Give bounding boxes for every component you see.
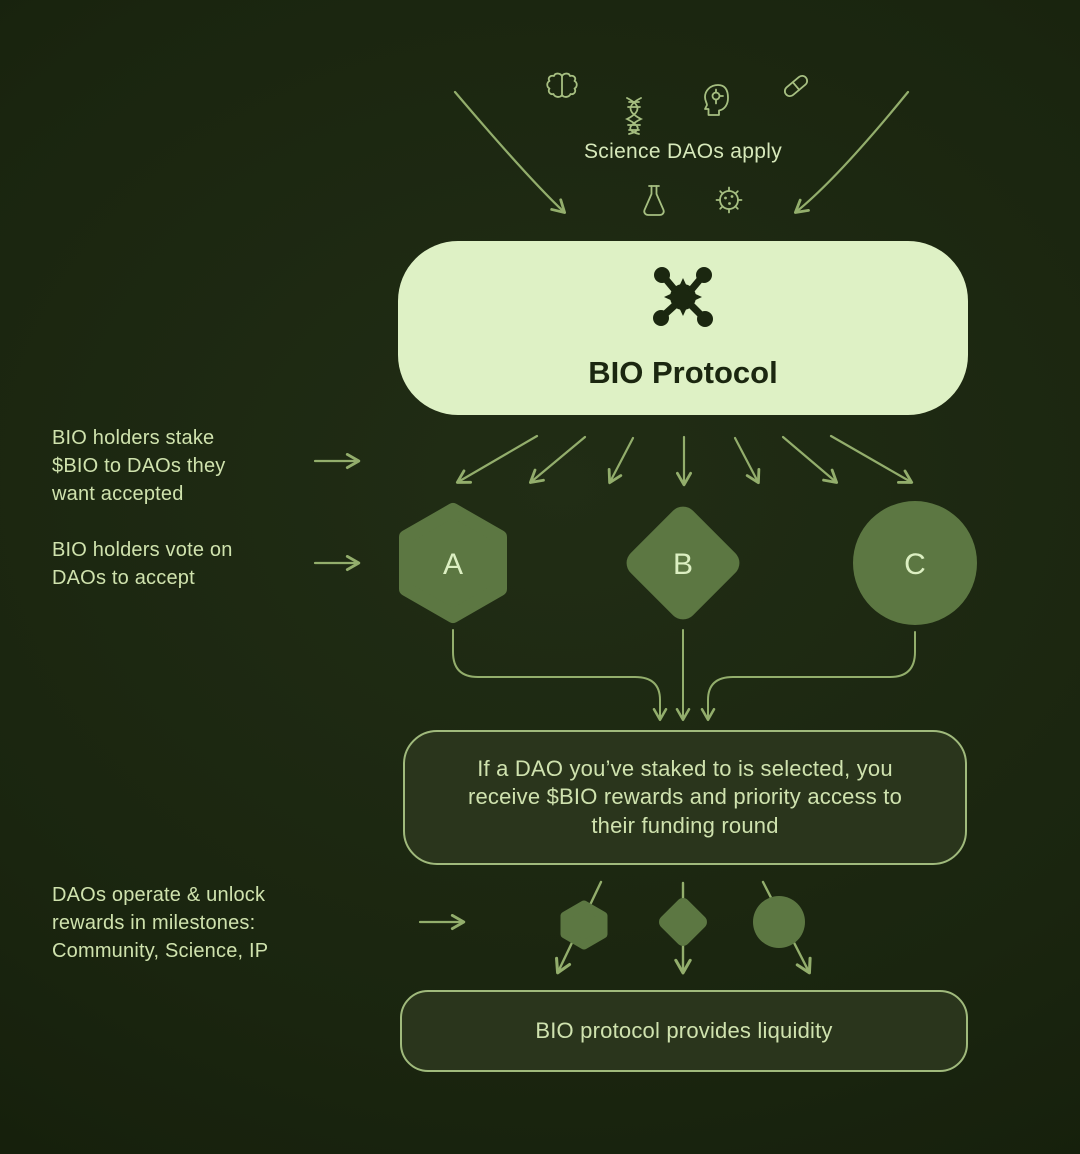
dao-a-label: A <box>443 548 463 581</box>
note-stake: BIO holders stake $BIO to DAOs they want… <box>52 424 225 508</box>
apply-arrow-right <box>793 90 910 214</box>
milestone-hexagon <box>560 900 608 950</box>
fan-arrow-6 <box>781 435 839 484</box>
converge-group <box>452 629 916 722</box>
converge-line-c <box>700 631 916 722</box>
dao-letters: A B C <box>443 548 926 581</box>
note-vote: BIO holders vote on DAOs to accept <box>52 536 233 592</box>
milestone-circle <box>753 896 805 948</box>
milestone-diamond <box>659 898 707 946</box>
fan-arrow-5 <box>733 436 761 485</box>
note-milestones: DAOs operate & unlock rewards in milesto… <box>52 881 268 965</box>
note-line: $BIO to DAOs they <box>52 455 226 477</box>
bio-protocol-title: BIO Protocol <box>588 355 778 390</box>
dao-b-label: B <box>673 548 693 581</box>
reward-line: receive $BIO rewards and priority access… <box>467 784 903 810</box>
reward-line: their funding round <box>591 812 779 838</box>
note-line: rewards in milestones: <box>52 912 256 934</box>
bio-molecule-icon <box>653 267 713 327</box>
capsule-icon <box>783 74 809 98</box>
liquidity-label: BIO protocol provides liquidity <box>535 1017 833 1043</box>
converge-line-a <box>452 629 668 722</box>
science-daos-apply-label: Science DAOs apply <box>584 140 782 163</box>
note-line: DAOs operate & unlock <box>52 884 266 906</box>
virus-icon <box>715 186 743 214</box>
note-line: DAOs to accept <box>52 567 195 589</box>
reward-box: If a DAO you’ve staked to is selected, y… <box>403 730 967 865</box>
fan-arrow-7 <box>829 434 914 484</box>
reward-line: If a DAO you’ve staked to is selected, y… <box>477 755 893 781</box>
brain-icon <box>546 72 578 98</box>
dna-icon <box>624 97 644 135</box>
note-line: BIO holders stake <box>52 427 215 449</box>
note-line: Community, Science, IP <box>52 940 269 962</box>
note-line: want accepted <box>52 483 184 505</box>
dao-a-hexagon <box>399 503 507 623</box>
head-ai-icon <box>704 84 729 116</box>
bio-protocol-card: BIO Protocol <box>398 241 968 415</box>
note-line: BIO holders vote on <box>52 539 233 561</box>
flask-icon <box>643 185 665 216</box>
dao-b-diamond <box>626 506 740 620</box>
liquidity-box: BIO protocol provides liquidity <box>400 990 968 1072</box>
dao-shapes <box>399 501 977 950</box>
apply-arrow-left <box>453 90 567 214</box>
dao-c-circle <box>853 501 977 625</box>
fan-arrow-1 <box>455 434 539 484</box>
fan-arrow-3 <box>607 436 635 485</box>
dao-c-label: C <box>904 548 926 581</box>
arrow-group <box>313 90 914 931</box>
fan-arrow-2 <box>528 435 587 484</box>
